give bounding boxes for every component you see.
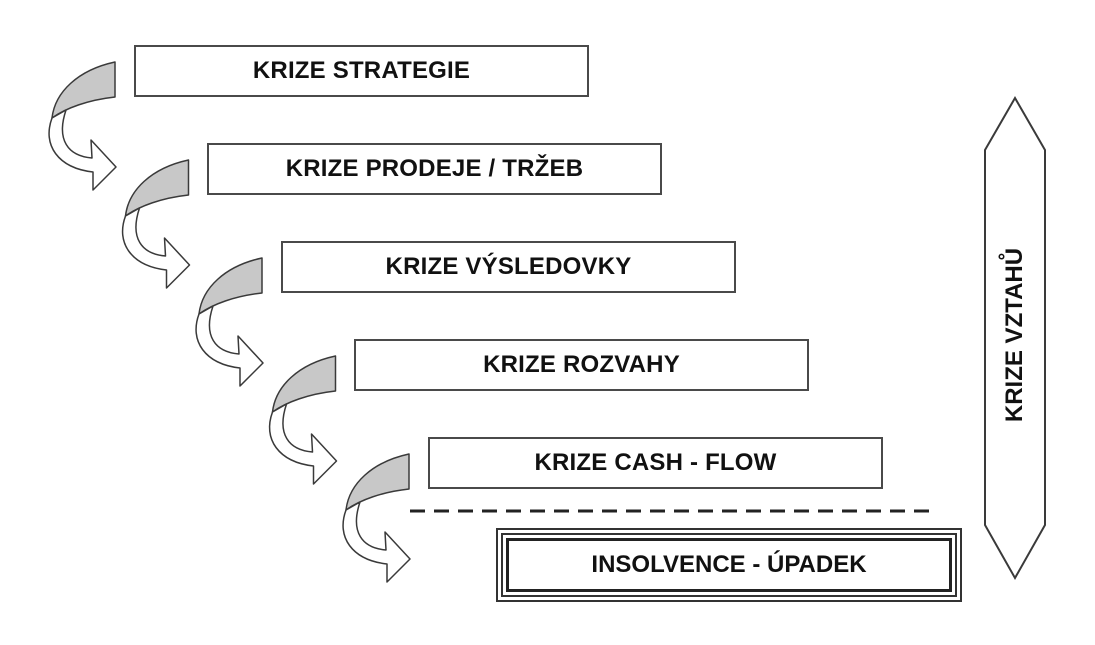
stage-label: KRIZE STRATEGIE (252, 57, 471, 84)
curved-flow-arrow (121, 159, 191, 289)
final-stage-frame (501, 533, 957, 597)
final-stage-box-insolvence: INSOLVENCE - ÚPADEK (496, 528, 962, 602)
stage-label: KRIZE ROZVAHY (483, 351, 680, 378)
curved-flow-arrow (195, 257, 264, 387)
final-stage-label-frame: INSOLVENCE - ÚPADEK (506, 538, 952, 592)
curved-flow-arrow (48, 61, 117, 191)
side-double-arrow (984, 95, 1046, 581)
stage-label: KRIZE VÝSLEDOVKY (385, 253, 632, 280)
stage-label: KRIZE PRODEJE / TRŽEB (285, 155, 584, 182)
curved-flow-arrow (268, 355, 338, 485)
stage-box-rozvahy: KRIZE ROZVAHY (354, 339, 809, 391)
stage-label: KRIZE CASH - FLOW (534, 449, 777, 476)
stage-box-prodeje: KRIZE PRODEJE / TRŽEB (207, 143, 662, 195)
stage-box-vysledovky: KRIZE VÝSLEDOVKY (281, 241, 736, 293)
side-arrow-label: KRIZE VZTAHŮ (1001, 247, 1028, 423)
stage-box-strategie: KRIZE STRATEGIE (134, 45, 589, 97)
curved-flow-arrow (342, 453, 411, 583)
stage-box-cash-flow: KRIZE CASH - FLOW (428, 437, 883, 489)
final-stage-label: INSOLVENCE - ÚPADEK (591, 551, 867, 578)
